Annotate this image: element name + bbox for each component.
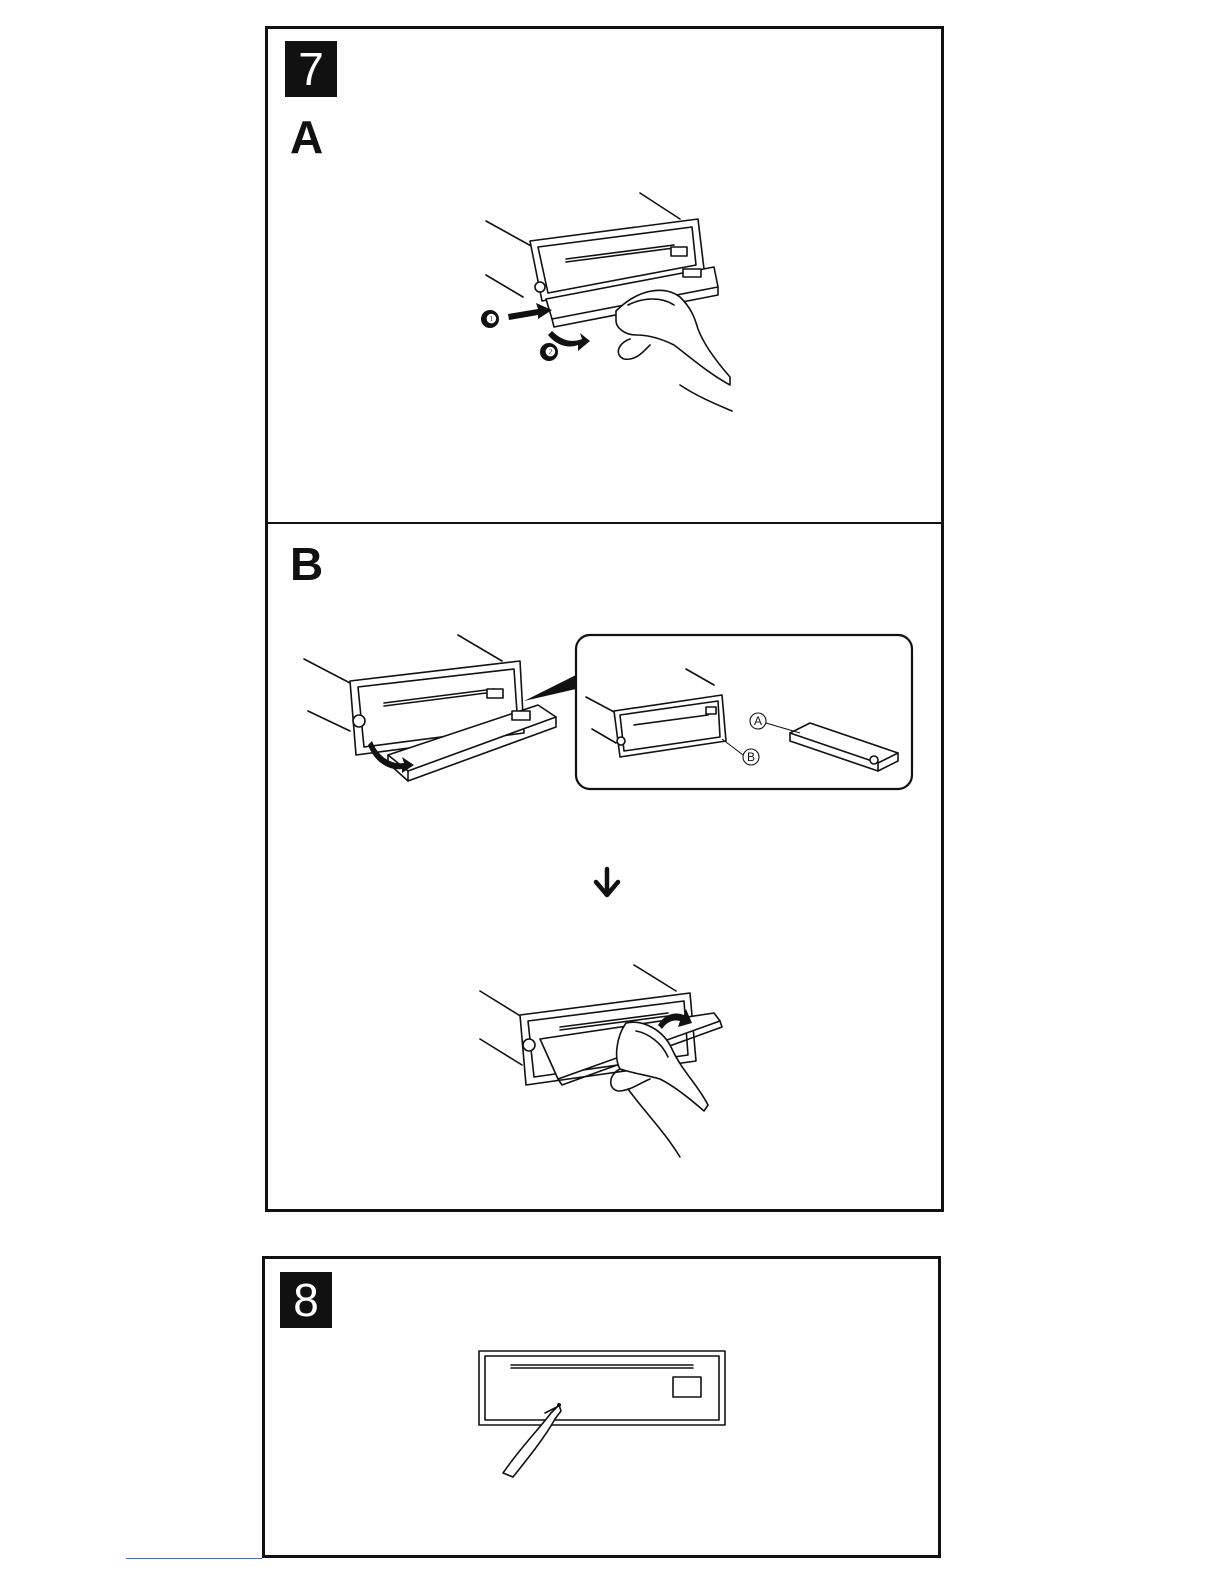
section-divider (268, 522, 941, 524)
bottom-rule (126, 1558, 262, 1559)
marker-1: ❶ (486, 312, 497, 326)
step-8-number: 8 (280, 1272, 332, 1328)
arrow-down-icon (592, 867, 622, 899)
part-a-label: A (290, 114, 323, 160)
step-7-number: 7 (285, 41, 337, 97)
step-8-panel: 8 (262, 1256, 941, 1558)
part-b-label: B (290, 541, 323, 587)
figure-8-reset (475, 1347, 735, 1477)
figure-b-callout: A B (524, 629, 914, 794)
figure-b-attach-panel (468, 961, 748, 1171)
step-7-panel: 7 A ❶ ❷ B (265, 26, 944, 1212)
marker-2: ❷ (545, 345, 556, 359)
callout-a: A (754, 714, 762, 728)
callout-b: B (747, 750, 755, 764)
figure-a-detach-panel: ❶ ❷ (468, 189, 768, 409)
